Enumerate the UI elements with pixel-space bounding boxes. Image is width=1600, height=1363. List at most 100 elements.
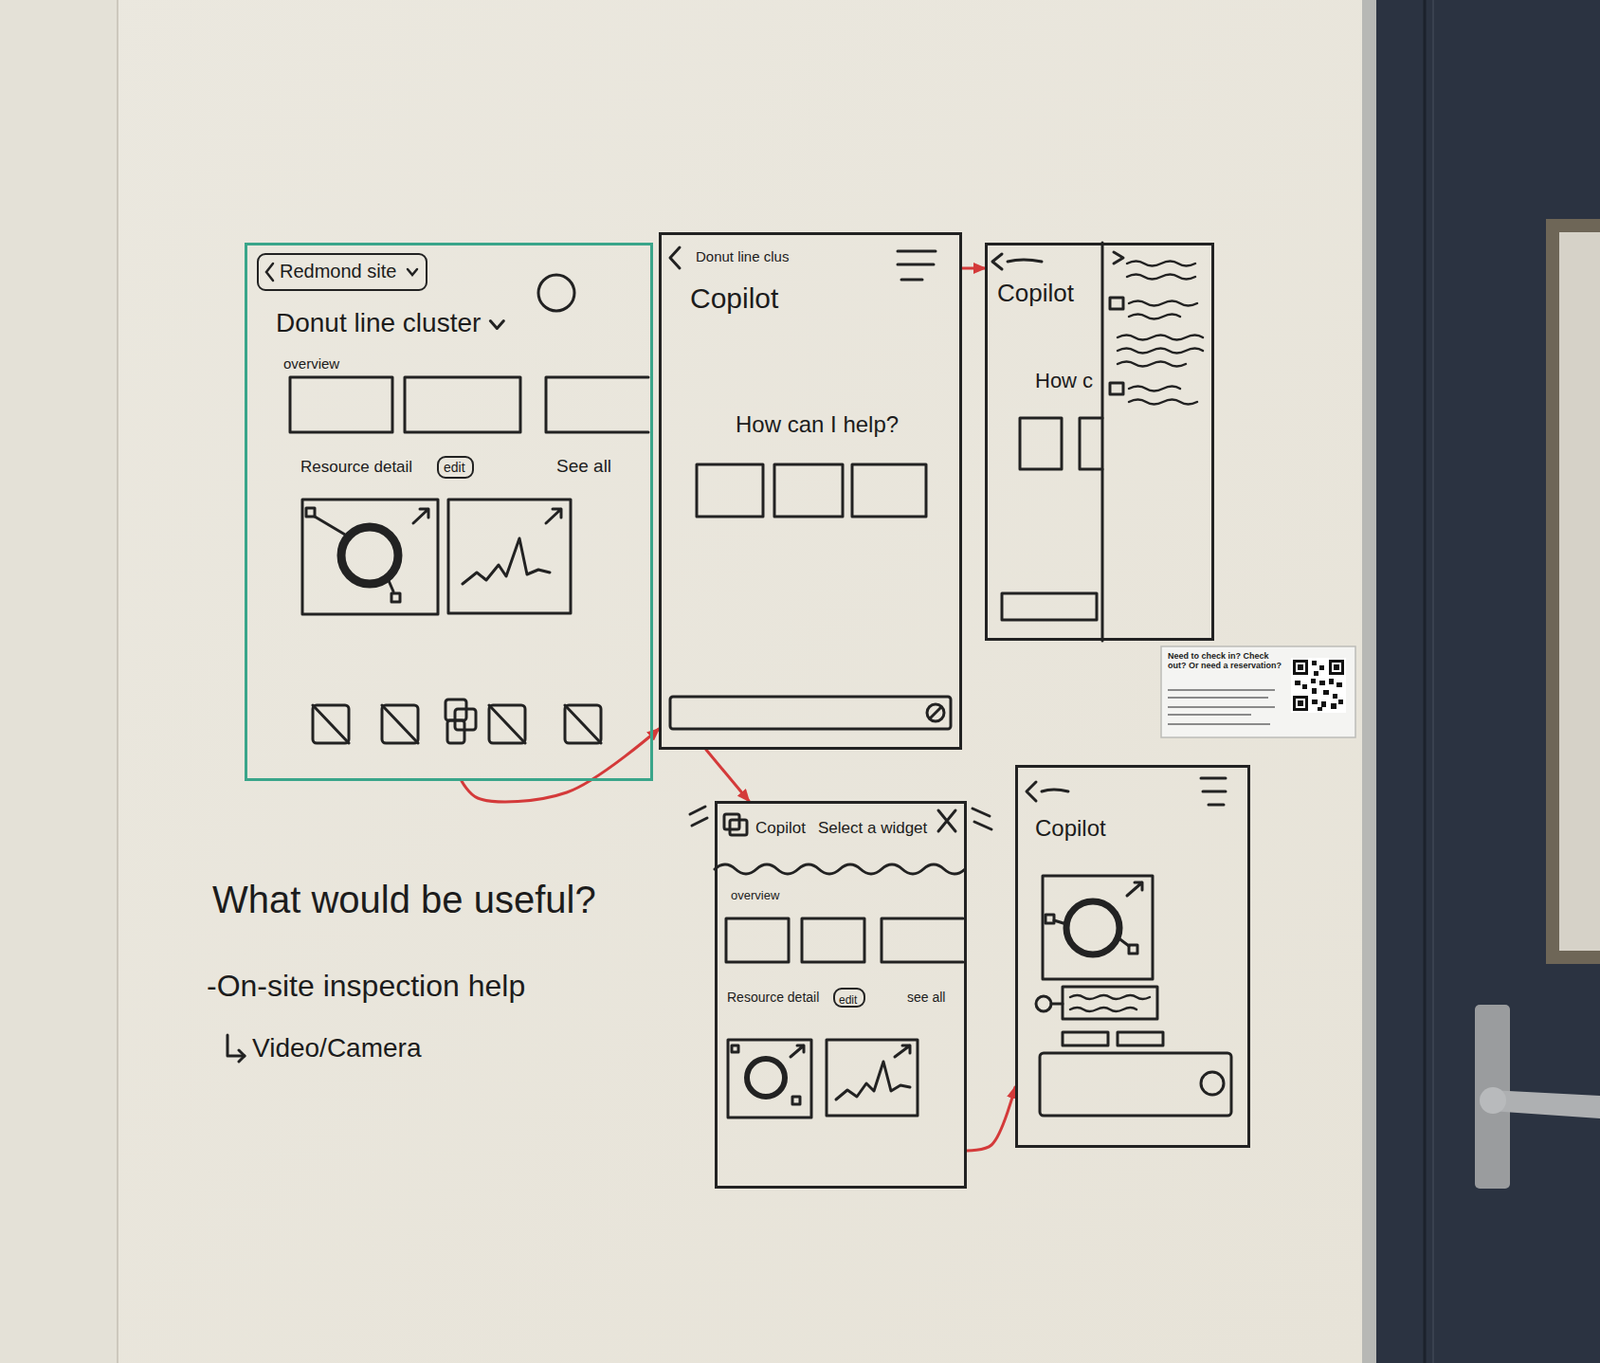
screen-sketch <box>1070 1007 1137 1012</box>
screen-sketch <box>1039 1053 1232 1116</box>
screen-sketch <box>538 274 575 311</box>
screen-sketch <box>836 1061 910 1100</box>
screen-sketch <box>1117 362 1186 367</box>
flow-arrow <box>966 1087 1016 1151</box>
screen-sketch <box>1128 386 1181 392</box>
sub-arrow <box>238 1050 245 1062</box>
screen-text: See all <box>556 455 612 477</box>
qr-code <box>1295 698 1306 709</box>
screen-sketch <box>929 707 942 719</box>
screen-sketch <box>564 705 601 744</box>
note-text: -On-site inspection help <box>206 968 526 1004</box>
door <box>1376 0 1600 1363</box>
screen-sketch <box>1042 875 1153 980</box>
whiteboard <box>116 0 119 1363</box>
phone-screen: CopilotSelect a widgetoverviewResource d… <box>714 800 967 1189</box>
sub-arrow <box>227 1035 245 1062</box>
qr-code <box>1319 680 1326 686</box>
qr-code <box>1311 688 1317 694</box>
qr-code <box>1330 703 1337 710</box>
dropdown-chevron <box>405 267 419 277</box>
screen-text: see all <box>907 989 946 1005</box>
screen-sketch <box>881 918 964 963</box>
screen-sketch <box>290 274 649 744</box>
screen-sketch <box>545 509 562 524</box>
screen-text: Copilot <box>755 818 806 838</box>
screen-sketch <box>724 814 740 830</box>
screen-sketch <box>1101 242 1105 641</box>
qr-code <box>1295 662 1342 709</box>
screen-sketch <box>306 508 315 517</box>
screen-sketch <box>696 464 764 517</box>
screen-sketch <box>1117 348 1203 354</box>
qr-code <box>1328 678 1334 685</box>
screen-sketch <box>462 538 550 584</box>
screen-sketch <box>1127 261 1196 267</box>
door <box>1559 232 1600 951</box>
screen-sketch <box>670 247 951 729</box>
screen-text: How can I help? <box>735 411 899 438</box>
screen-sketch <box>1079 418 1103 470</box>
flow-arrow <box>461 728 659 802</box>
screen-sketch <box>1113 252 1124 264</box>
qr-code <box>1297 664 1304 671</box>
screen-sketch <box>1062 986 1158 1019</box>
qr-code <box>1323 690 1329 695</box>
screen-sketch <box>290 377 393 433</box>
qr-code <box>1311 660 1317 666</box>
qr-code <box>1319 665 1325 671</box>
screen-sketch <box>690 806 992 1118</box>
screen-sketch <box>894 1045 910 1057</box>
screen-sketch <box>1117 335 1203 341</box>
screen-sketch <box>1045 914 1055 924</box>
screen-sketch <box>1041 789 1069 792</box>
notice-sign <box>1167 713 1252 716</box>
screen-sketch <box>1128 314 1181 320</box>
door <box>1545 218 1600 964</box>
screen-sketch <box>670 247 680 269</box>
phone-screen: Donut line clusteroverviewResource detai… <box>244 242 654 782</box>
screen-sketch <box>489 705 526 744</box>
qr-code <box>1321 701 1327 708</box>
screen-text: Copilot <box>997 279 1074 309</box>
notice-sign <box>1167 723 1271 726</box>
screen-sketch <box>1070 995 1150 1000</box>
button-chip: Redmond site <box>256 253 428 291</box>
screen-sketch <box>774 464 843 517</box>
screen-sketch <box>729 819 747 836</box>
screen-text: overview <box>283 355 340 372</box>
screen-sketch <box>801 918 865 963</box>
screen-sketch <box>1127 882 1143 896</box>
screen-sketch <box>826 1039 918 1116</box>
screen-sketch <box>670 696 951 729</box>
screen-sketch <box>341 527 399 584</box>
whiteboard <box>0 0 118 1363</box>
screen-sketch <box>448 499 571 614</box>
screen-sketch <box>1054 920 1067 925</box>
screen-text: How c <box>1035 368 1093 393</box>
screen-text: Copilot <box>1035 815 1107 842</box>
sign-text: Need to check in? Check out? Or need a r… <box>1167 651 1288 672</box>
qr-code <box>1290 657 1346 713</box>
screen-sketch <box>1109 297 1124 310</box>
screen-sketch <box>792 1096 800 1105</box>
screen-sketch <box>897 251 936 280</box>
screen-sketch <box>413 509 429 524</box>
door <box>1474 1004 1510 1189</box>
screen-sketch <box>972 808 992 830</box>
notice-sign <box>1167 689 1275 691</box>
note-text: Video/Camera <box>252 1033 421 1064</box>
screen-text: Resource detail <box>727 989 819 1005</box>
screen-sketch <box>381 705 419 744</box>
screen-sketch <box>1200 1072 1224 1095</box>
screen-sketch <box>1062 1032 1109 1046</box>
screen-sketch <box>391 593 400 602</box>
screen-sketch <box>381 705 419 744</box>
screen-sketch <box>1127 274 1196 280</box>
button-label: edit <box>838 994 857 1008</box>
screen-sketch <box>726 918 789 963</box>
screen-sketch <box>852 464 927 517</box>
screen-sketch <box>790 1045 804 1057</box>
